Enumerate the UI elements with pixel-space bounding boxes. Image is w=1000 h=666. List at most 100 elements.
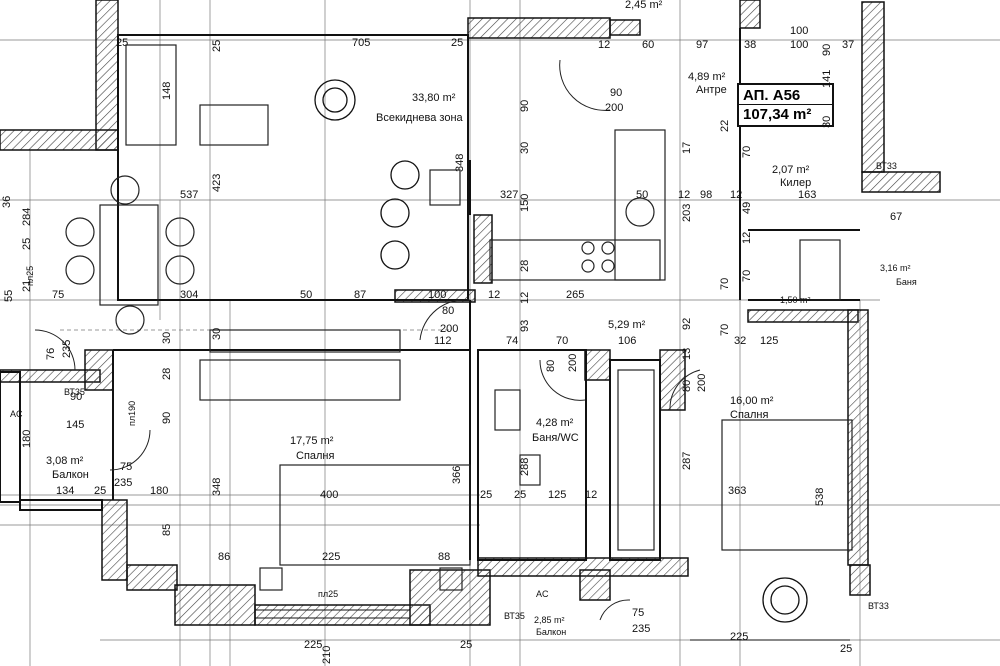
dim-label: 25 — [94, 485, 107, 497]
dim-label: 288 — [519, 457, 531, 476]
dim-label: 287 — [681, 451, 693, 470]
window-code: ВТ35 — [504, 611, 525, 621]
dim-label: 150 — [519, 193, 531, 212]
window-code: ВТ33 — [868, 601, 889, 611]
dim-label: 80 — [545, 359, 557, 372]
sofa — [125, 44, 177, 146]
dim-label: 80 — [681, 379, 693, 392]
dim-label: 70 — [741, 269, 753, 282]
dim-label: 225 — [730, 631, 749, 643]
dim-label: 85 — [161, 523, 173, 536]
dim-label: 180 — [21, 429, 33, 448]
dim-label: 12 — [598, 39, 611, 51]
sill-label: пл25 — [318, 589, 339, 599]
dim-label: 106 — [618, 335, 637, 347]
room-area-bath1: 4,28 m² — [536, 417, 574, 429]
room-name-storage: Килер — [780, 177, 812, 189]
dim-label: 363 — [728, 485, 747, 497]
room-name-bedroom1: Спалня — [296, 450, 335, 462]
dim-label: 148 — [161, 81, 173, 100]
dim-label: 235 — [632, 623, 651, 635]
kitchen-counter — [489, 239, 661, 281]
room-area-bedroom2: 16,00 m² — [730, 395, 774, 407]
dim-label: 90 — [821, 43, 833, 56]
dim-label: 141 — [821, 69, 833, 88]
dim-label: 75 — [120, 461, 133, 473]
room-name-bath2: Баня — [896, 277, 917, 287]
dim-label: 284 — [21, 207, 33, 226]
window-code: ВТ33 — [876, 161, 897, 171]
room-name-balcony1: Балкон — [52, 469, 89, 481]
dim-label: 200 — [567, 353, 579, 372]
door-swings — [34, 59, 701, 621]
double-bed — [279, 464, 471, 566]
dim-label: 97 — [696, 39, 709, 51]
dim-label: 12 — [488, 289, 501, 301]
dim-label: 348 — [211, 477, 223, 496]
dim-label: 70 — [719, 277, 731, 290]
ac-label-2: AC — [536, 589, 549, 599]
dim-label: 12 — [678, 189, 691, 201]
wardrobe — [209, 329, 401, 353]
dim-label: 36 — [1, 195, 13, 208]
dim-label: 76 — [45, 347, 57, 360]
dim-label: 98 — [700, 189, 713, 201]
room-area-bedroom1: 17,75 m² — [290, 435, 334, 447]
dim-label: 74 — [506, 335, 519, 347]
dim-label: 100 — [790, 25, 809, 37]
dim-label: 304 — [180, 289, 199, 301]
dim-label: 13 — [681, 347, 693, 360]
dim-label: 12 — [741, 231, 753, 244]
dim-label: 22 — [719, 119, 731, 132]
dim-label: 125 — [548, 489, 567, 501]
dim-label: 100 — [790, 39, 809, 51]
dim-label: 37 — [842, 39, 855, 51]
dim-label: 203 — [681, 203, 693, 222]
dim-label: 125 — [760, 335, 779, 347]
dim-label: 67 — [890, 211, 903, 223]
dim-label: 70 — [556, 335, 569, 347]
dim-label: 70 — [719, 323, 731, 336]
dim-label: 327 — [500, 189, 519, 201]
dim-label: 25 — [460, 639, 473, 651]
dim-label: 235 — [61, 339, 73, 358]
door2-width-label: 80 — [442, 305, 455, 317]
dim-label: 50 — [300, 289, 313, 301]
room-name-entry: Антре — [696, 84, 727, 96]
dim-label: 200 — [696, 373, 708, 392]
ac-label: AC — [10, 409, 23, 419]
dim-label: 12 — [519, 291, 531, 304]
sill-label: пл190 — [127, 400, 137, 426]
apartment-total-area: 107,34 m² — [743, 106, 812, 123]
dim-label: 25 — [480, 489, 493, 501]
wardrobe-2 — [199, 359, 401, 401]
dim-label: 134 — [56, 485, 75, 497]
dim-label: 210 — [321, 645, 333, 664]
room-name-balcony2: Балкон — [536, 627, 567, 637]
dim-label: 30 — [519, 141, 531, 154]
room-name-bath1: Баня/WC — [532, 432, 579, 444]
room-area-living: 33,80 m² — [412, 92, 456, 104]
sill-label: пл25 — [25, 265, 35, 286]
bathtub — [799, 239, 841, 301]
door-width-label: 90 — [610, 87, 623, 99]
dining-table — [99, 204, 159, 306]
dim-label: 17 — [681, 141, 693, 154]
room-name-living: Всекиднева зона — [376, 112, 463, 124]
toilet — [519, 454, 541, 486]
partitions — [0, 28, 860, 561]
dim-label: 90 — [70, 391, 83, 403]
door-height-label: 200 — [605, 102, 624, 114]
coffee-table — [199, 104, 269, 146]
dim-label: 92 — [681, 317, 693, 330]
room-area-balcony1: 3,08 m² — [46, 455, 84, 467]
wardrobe-3 — [617, 369, 655, 551]
dim-label: 49 — [741, 201, 753, 214]
apartment-badge: АП. А56 107,34 m² — [737, 83, 834, 127]
dim-label: 28 — [161, 367, 173, 380]
top-area-label: 2,45 m² — [625, 0, 663, 11]
dim-label: 32 — [734, 335, 747, 347]
windows — [0, 149, 850, 641]
dim-label: 423 — [211, 173, 223, 192]
